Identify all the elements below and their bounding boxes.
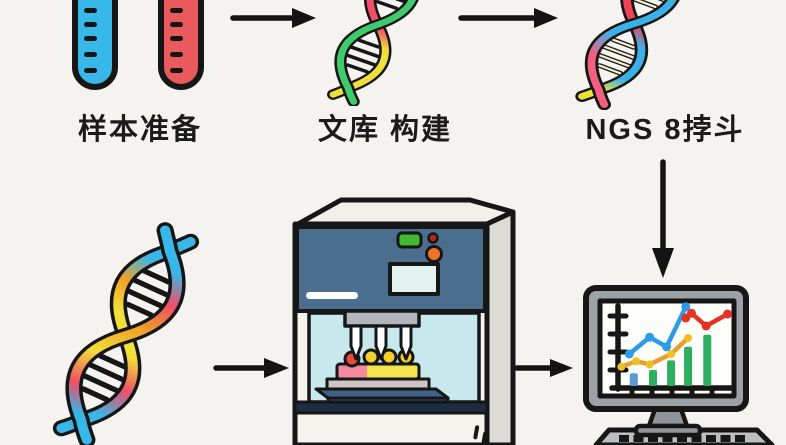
monitor-stand-base bbox=[633, 423, 703, 438]
sample-plate-pink-half bbox=[337, 364, 367, 379]
panel-highlight-stripe bbox=[306, 292, 358, 299]
dna-rungs bbox=[79, 268, 172, 403]
blue-test-tube-icon bbox=[72, 0, 118, 90]
green-indicator-light bbox=[396, 231, 423, 249]
dna-rungs bbox=[344, 0, 408, 74]
dna-rungs-fill bbox=[597, 0, 667, 75]
orange-button bbox=[425, 245, 443, 263]
machine-display bbox=[388, 262, 440, 296]
arrow-right-icon bbox=[230, 8, 316, 28]
step-label-ngs-sequencing: NGS 8挬斗 bbox=[585, 114, 745, 146]
arrow-right-icon bbox=[458, 8, 558, 28]
step-label-sample-prep: 样本准备 bbox=[77, 114, 202, 146]
machine-base-band bbox=[293, 400, 489, 415]
pipette-tips bbox=[349, 324, 413, 361]
red-indicator-dot bbox=[427, 232, 439, 244]
pipette-manifold bbox=[343, 309, 421, 328]
dna-helix-ngs-icon bbox=[575, 0, 694, 110]
chart bbox=[617, 302, 733, 386]
sequencer-machine-illustration bbox=[292, 197, 516, 445]
dna-helix-library-icon bbox=[327, 0, 429, 106]
arrow-down-icon bbox=[652, 159, 674, 278]
red-test-tube-icon bbox=[158, 0, 204, 90]
analysis-monitor-illustration bbox=[583, 285, 775, 445]
step-label-library-construction: 文库 构建 bbox=[317, 114, 453, 146]
arrow-right-icon bbox=[213, 358, 289, 378]
keyboard-keys bbox=[619, 435, 745, 442]
machine-side-panel bbox=[484, 209, 516, 445]
arrow-right-icon bbox=[514, 359, 573, 377]
machine-top-face bbox=[295, 197, 516, 227]
dna-helix-sample-icon bbox=[52, 222, 200, 445]
side-vents bbox=[473, 425, 488, 444]
